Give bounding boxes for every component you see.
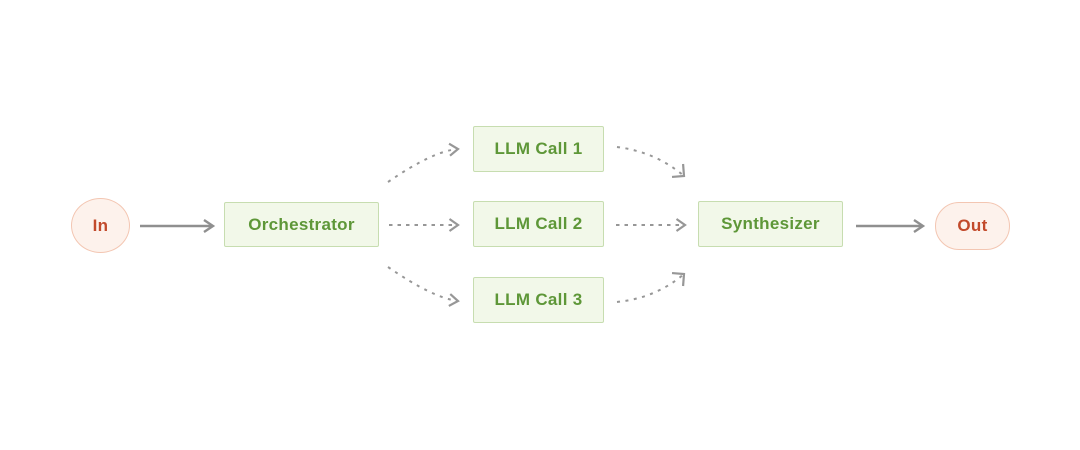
node-in-label: In [92,215,109,235]
node-synthesizer-label: Synthesizer [721,214,820,233]
node-orchestrator: Orchestrator [224,202,379,247]
node-llm-call-1: LLM Call 1 [473,126,604,172]
node-llm-call-3-label: LLM Call 3 [494,290,583,309]
node-llm-call-1-label: LLM Call 1 [494,139,583,158]
edge-llm-call-1-synthesizer [616,146,686,179]
node-orchestrator-label: Orchestrator [248,214,355,234]
node-synthesizer: Synthesizer [698,201,843,247]
node-in: In [71,198,130,253]
node-llm-call-2: LLM Call 2 [473,201,604,247]
edge-llm-call-3-synthesizer [616,271,686,303]
edge-orchestrator-llm-call-1 [387,142,460,183]
node-out-label: Out [957,216,988,235]
node-llm-call-3: LLM Call 3 [473,277,604,323]
node-llm-call-2-label: LLM Call 2 [494,214,583,233]
node-out: Out [935,202,1010,250]
edge-orchestrator-llm-call-3 [387,266,460,307]
